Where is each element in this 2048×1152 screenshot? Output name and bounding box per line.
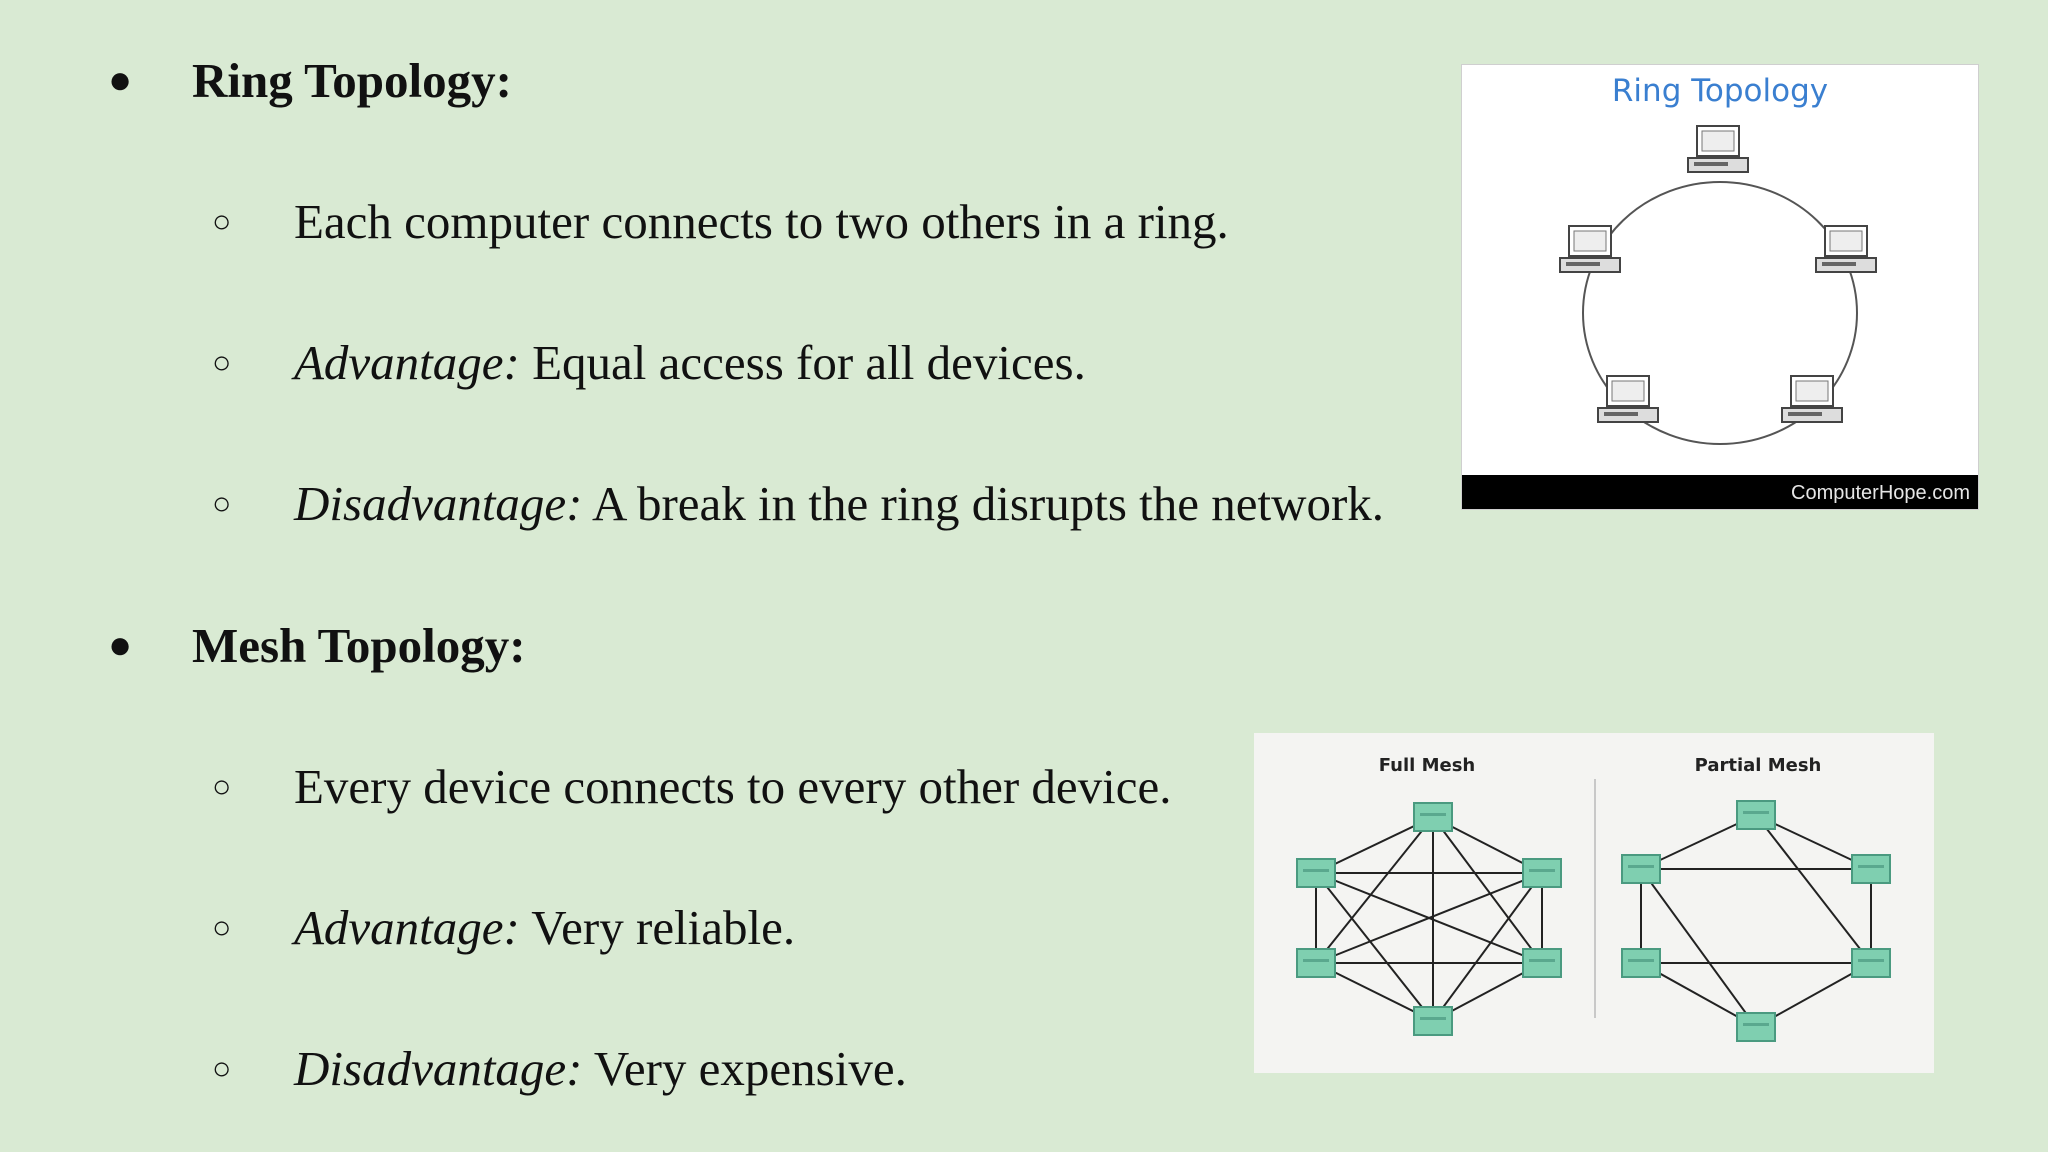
sub-bullet-marker: ○ — [212, 909, 232, 945]
disadvantage-text: Very expensive. — [582, 1041, 907, 1096]
ring-advantage: ○ Advantage: Equal access for all devices… — [212, 334, 1086, 391]
full-mesh-graph — [1296, 802, 1562, 1036]
sub-bullet-marker: ○ — [212, 1050, 232, 1086]
sub-bullet-marker: ○ — [212, 203, 232, 239]
mesh-topology-heading: ● Mesh Topology: — [108, 617, 526, 674]
device-node — [1736, 1012, 1776, 1042]
edge-line — [1432, 816, 1543, 964]
device-node — [1296, 948, 1336, 978]
edge-line — [1315, 816, 1434, 964]
disadvantage-label: Disadvantage: — [294, 1041, 583, 1096]
disadvantage-text: A break in the ring disrupts the network… — [582, 476, 1385, 531]
ring-diagram-credit: ComputerHope.com — [1791, 482, 1970, 504]
disadvantage-label: Disadvantage: — [294, 476, 583, 531]
device-node — [1851, 948, 1891, 978]
heading-text: Mesh Topology: — [192, 618, 526, 673]
bullet-marker: ● — [108, 57, 133, 102]
point-text: Each computer connects to two others in … — [294, 194, 1229, 249]
partial-mesh-graph — [1621, 800, 1891, 1042]
computer-icon — [1559, 225, 1621, 273]
device-node — [1413, 802, 1453, 832]
computer-icon — [1781, 375, 1843, 423]
sub-bullet-marker: ○ — [212, 344, 232, 380]
edge-line — [1640, 868, 1757, 1028]
ring-line — [1582, 181, 1858, 445]
mesh-diagram-svg — [1296, 779, 1891, 1042]
full-mesh-title: Full Mesh — [1378, 755, 1476, 776]
computer-icon — [1687, 125, 1749, 173]
ring-diagram-svg — [1559, 125, 1877, 445]
edge-line — [1315, 872, 1434, 1022]
computer-icon — [1815, 225, 1877, 273]
heading-text: Ring Topology: — [192, 53, 512, 108]
sub-bullet-marker: ○ — [212, 768, 232, 804]
caption-bar — [1462, 475, 1978, 509]
edge-line — [1432, 872, 1543, 1022]
device-node — [1413, 1006, 1453, 1036]
partial-mesh-title: Partial Mesh — [1694, 755, 1822, 776]
device-node — [1522, 948, 1562, 978]
device-node — [1851, 854, 1891, 884]
mesh-point-1: ○ Every device connects to every other de… — [212, 758, 1172, 815]
bullet-marker: ● — [108, 622, 133, 667]
device-node — [1522, 858, 1562, 888]
computer-icon — [1597, 375, 1659, 423]
ring-disadvantage: ○ Disadvantage: A break in the ring disru… — [212, 475, 1384, 532]
ring-topology-diagram: Ring Topology ComputerHope.com — [1461, 64, 1979, 510]
edge-line — [1315, 872, 1543, 964]
device-node — [1621, 854, 1661, 884]
edge-line — [1755, 814, 1872, 964]
ring-point-1: ○ Each computer connects to two others in… — [212, 193, 1229, 250]
device-node — [1736, 800, 1776, 830]
ring-topology-heading: ● Ring Topology: — [108, 52, 512, 109]
sub-bullet-marker: ○ — [212, 485, 232, 521]
mesh-advantage: ○ Advantage: Very reliable. — [212, 899, 795, 956]
device-node — [1621, 948, 1661, 978]
advantage-text: Very reliable. — [519, 900, 796, 955]
mesh-topology-diagram: Full Mesh Partial Mesh — [1254, 733, 1934, 1073]
advantage-label: Advantage: — [294, 900, 520, 955]
advantage-label: Advantage: — [294, 335, 520, 390]
advantage-text: Equal access for all devices. — [519, 335, 1086, 390]
point-text: Every device connects to every other dev… — [294, 759, 1172, 814]
mesh-disadvantage: ○ Disadvantage: Very expensive. — [212, 1040, 907, 1097]
device-node — [1296, 858, 1336, 888]
ring-diagram-title: Ring Topology — [1611, 73, 1829, 109]
